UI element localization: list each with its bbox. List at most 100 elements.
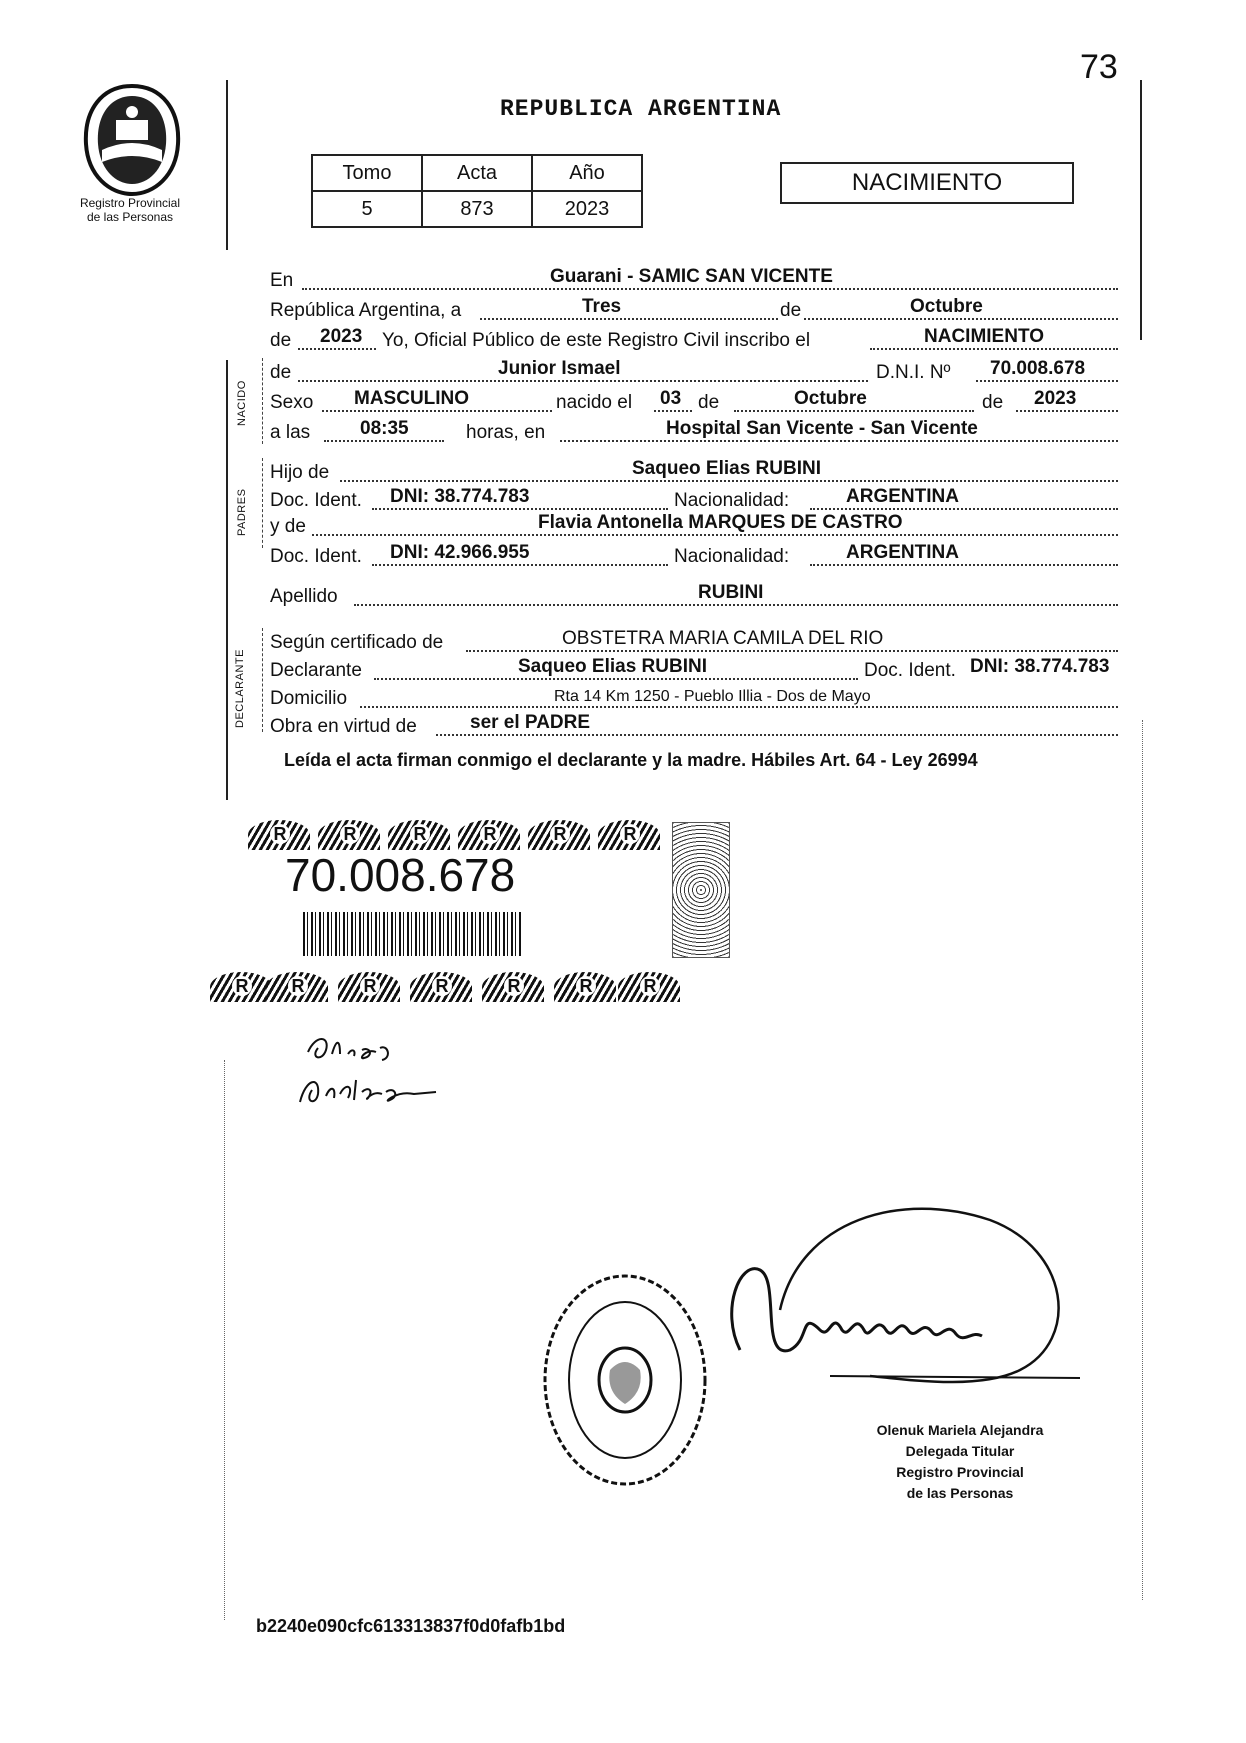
padres-bracket [262,458,263,548]
r-stamp-icon: R [248,820,310,850]
row-apellido: Apellido RUBINI [270,580,1118,610]
en-label: En [270,270,294,291]
left-margin-line [224,1060,225,1620]
official-office-line-1: Registro Provincial [896,1464,1024,1480]
official-signature [720,1200,1100,1420]
birth-month: Octubre [794,388,867,409]
yde-label: y de [270,516,306,537]
province-logo [72,80,192,200]
mother-nationality: ARGENTINA [846,542,959,563]
year-prefix: de [270,330,292,351]
declarant-doc: DNI: 38.774.783 [970,656,1110,677]
record-table-header-row: Tomo Acta Año [311,154,643,192]
row-place: En Guarani - SAMIC SAN VICENTE [270,264,1118,294]
birth-year: 2023 [1034,388,1077,409]
r-stamp-icon: R [618,972,680,1002]
document-hash: b2240e090cfc613313837f0d0fafb1bd [256,1616,566,1636]
row-father: Hijo de Saqueo Elias RUBINI [270,456,1118,486]
mother-doc-label: Doc. Ident. [270,546,362,567]
sexo-value: MASCULINO [354,388,470,409]
address-value: Rta 14 Km 1250 - Pueblo Illia - Dos de M… [554,688,871,705]
r-stamp-icon: R [266,972,328,1002]
row-certificate: Según certificado de OBSTETRA MARIA CAMI… [270,626,1118,656]
row-inscribo: de 2023 Yo, Oficial Público de este Regi… [270,324,1118,354]
left-margin-line [226,360,228,800]
r-stamp-icon: R [410,972,472,1002]
row-father-doc: Doc. Ident. DNI: 38.774.783 Nacionalidad… [270,484,1118,514]
capacity-label: Obra en virtud de [270,716,417,737]
row-capacity: Obra en virtud de ser el PADRE [270,710,1118,740]
r-stamp-icon: R [482,972,544,1002]
record-type-box: NACIMIENTO [780,162,1074,204]
right-margin-line [1142,720,1143,1600]
official-role: Delegada Titular [905,1443,1015,1459]
father-nac-label: Nacionalidad: [674,490,790,511]
r-stamp-icon: R [598,820,660,850]
r-stamp-icon: R [528,820,590,850]
right-margin-line [1140,80,1142,340]
registry-name: Registro Provincial de las Personas [55,196,205,224]
nacido-bracket [262,358,263,444]
dni-label: D.N.I. Nº [876,362,951,383]
hours-label: horas, en [466,422,546,443]
registry-line-1: Registro Provincial [79,196,181,210]
apellido-value: RUBINI [698,582,764,603]
declarant-name: Saqueo Elias RUBINI [518,656,707,677]
declarant-label: Declarante [270,660,362,681]
name-label: de [270,362,292,383]
nacido-el-label: nacido el [556,392,633,413]
record-table-header: Año [531,154,643,192]
time-label: a las [270,422,311,443]
row-name: de Junior Ismael D.N.I. Nº 70.008.678 [270,356,1118,386]
father-name: Saqueo Elias RUBINI [632,458,821,479]
mother-name: Flavia Antonella MARQUES DE CASTRO [538,512,903,533]
barcode [303,912,523,956]
row-mother: y de Flavia Antonella MARQUES DE CASTRO [270,510,1118,540]
official-office-line-2: de las Personas [906,1485,1014,1501]
month-value: Octubre [910,296,983,317]
apellido-label: Apellido [270,586,338,607]
official-seal [540,1270,710,1490]
legal-text: Leída el acta firman conmigo el declaran… [284,750,978,770]
record-ano-value: 2023 [531,190,643,228]
birth-de-label: de [698,392,720,413]
de-label: de [778,300,804,322]
hologram-seal [672,822,730,958]
official-block: Olenuk Mariela Alejandra Delegada Titula… [830,1420,1090,1504]
row-date: República Argentina, a Tres de Octubre [270,294,1118,324]
r-stamp-icon: R [554,972,616,1002]
r-stamp-icon: R [338,972,400,1002]
dni-stamp-number: 70.008.678 [285,849,516,901]
row-address: Domicilio Rta 14 Km 1250 - Pueblo Illia … [270,682,1118,712]
r-stamp-icon: R [458,820,520,850]
side-label-declarante: DECLARANTE [234,649,246,728]
birth-place: Hospital San Vicente - San Vicente [666,418,978,439]
birth-day: 03 [660,388,682,409]
place-value: Guarani - SAMIC SAN VICENTE [550,266,833,287]
mother-nac-label: Nacionalidad: [674,546,790,567]
father-doc: DNI: 38.774.783 [390,486,530,507]
left-margin-line [226,80,228,250]
capacity-value: ser el PADRE [470,712,591,733]
country-title: REPUBLICA ARGENTINA [500,96,782,122]
row-declarant: Declarante Saqueo Elias RUBINI Doc. Iden… [270,654,1118,684]
child-dni: 70.008.678 [990,358,1086,379]
address-label: Domicilio [270,688,348,709]
sexo-label: Sexo [270,392,314,413]
record-table: Tomo Acta Año 5 873 2023 [311,154,643,228]
registry-line-2: de las Personas [86,210,174,224]
birth-year-de-label: de [982,392,1004,413]
mother-doc: DNI: 42.966.955 [390,542,530,563]
declarant-doc-label: Doc. Ident. [864,660,956,681]
day-value: Tres [582,296,622,317]
father-doc-label: Doc. Ident. [270,490,362,511]
child-name: Junior Ismael [498,358,621,379]
hijo-label: Hijo de [270,462,330,483]
record-table-header: Tomo [311,154,423,192]
r-stamp-icon: R [318,820,380,850]
inscribo-text: Yo, Oficial Público de este Registro Civ… [382,330,811,351]
row-time: a las 08:35 horas, en Hospital San Vicen… [270,416,1118,446]
record-table-value-row: 5 873 2023 [311,190,643,228]
cert-label: Según certificado de [270,632,444,653]
r-stamp-icon: R [210,972,272,1002]
